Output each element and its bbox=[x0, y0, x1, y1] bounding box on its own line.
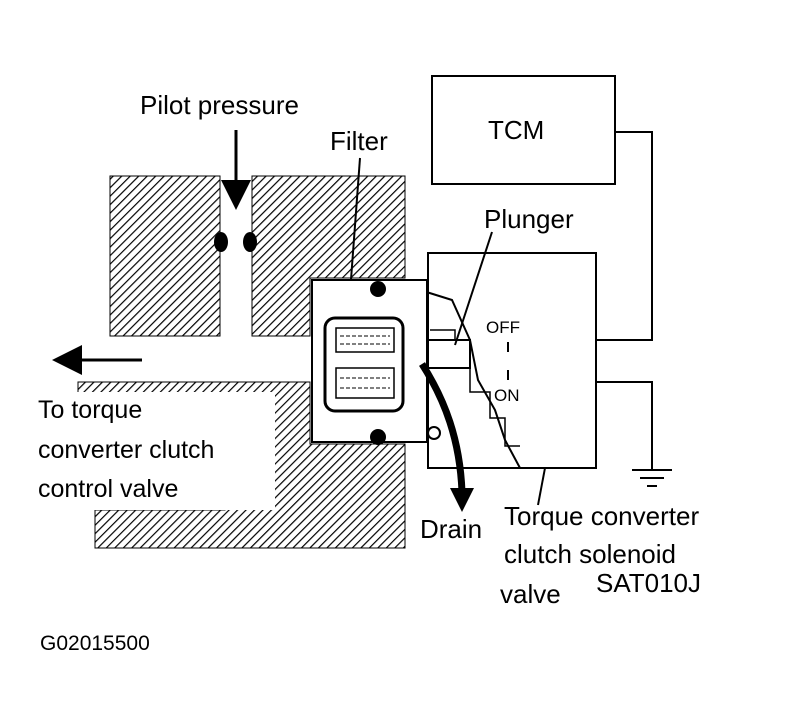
plunger bbox=[427, 339, 471, 369]
filter-mesh-top bbox=[335, 327, 395, 353]
o-ring-bottom-right bbox=[427, 426, 441, 440]
tcm-wire bbox=[596, 131, 653, 341]
label-on: ON bbox=[494, 386, 520, 405]
label-filter: Filter bbox=[330, 126, 388, 156]
label-figure-code: SAT010J bbox=[596, 568, 701, 598]
orifice-right bbox=[243, 232, 257, 252]
label-tcm: TCM bbox=[488, 115, 544, 145]
o-ring-bottom bbox=[370, 429, 386, 445]
label-to-torque-2: converter clutch bbox=[38, 436, 214, 464]
valve-body-upper-right bbox=[251, 175, 406, 337]
filter-mesh-bottom bbox=[335, 367, 395, 399]
label-solenoid-2: clutch solenoid bbox=[504, 539, 676, 569]
valve-body-upper-left bbox=[109, 175, 221, 337]
ground-wire bbox=[596, 381, 653, 470]
drain-arrowhead bbox=[450, 488, 474, 512]
label-backdrop bbox=[30, 392, 275, 510]
label-to-torque-3: control valve bbox=[38, 475, 178, 503]
label-off: OFF bbox=[486, 318, 520, 337]
label-plunger: Plunger bbox=[484, 204, 574, 234]
ground-symbol bbox=[632, 469, 672, 487]
label-to-torque-1: To torque bbox=[38, 396, 142, 424]
plunger-leader bbox=[454, 231, 493, 346]
label-solenoid-3: valve bbox=[500, 579, 561, 609]
o-ring-top bbox=[370, 281, 386, 297]
solenoid-leader bbox=[537, 467, 546, 506]
tcm-box bbox=[431, 75, 616, 185]
orifice-left bbox=[214, 232, 228, 252]
filter-element bbox=[323, 316, 405, 413]
drain-arrow bbox=[419, 362, 466, 493]
label-solenoid-1: Torque converter bbox=[504, 501, 699, 531]
label-pilot-pressure: Pilot pressure bbox=[140, 90, 299, 120]
valve-body bbox=[30, 175, 406, 549]
label-image-id: G02015500 bbox=[40, 632, 150, 655]
label-drain: Drain bbox=[420, 514, 482, 544]
